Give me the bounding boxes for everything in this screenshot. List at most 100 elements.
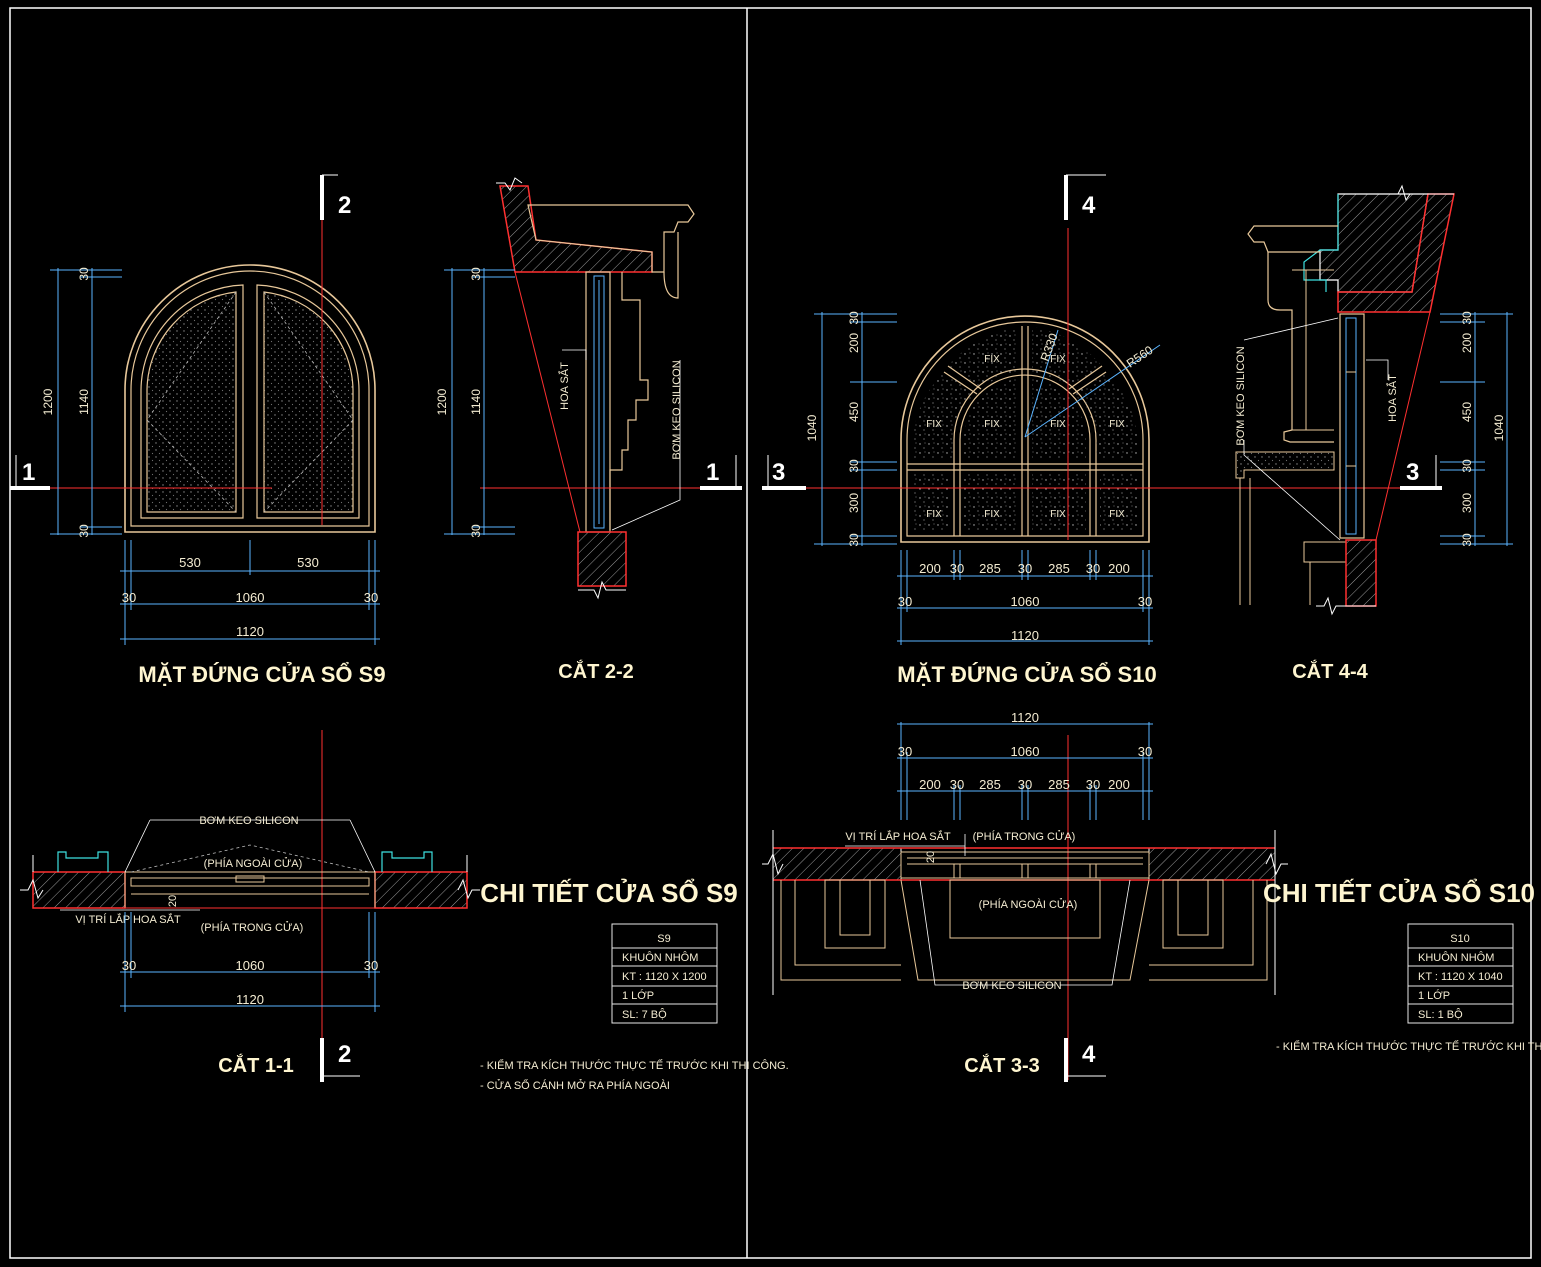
s10-section44-dim-v30-mid: 30 [1460, 459, 1474, 473]
s9-dim-top: 30 [77, 267, 91, 281]
s9-plan-dim-edge-right: 30 [364, 958, 378, 973]
s10-fix-label-2: FIX [1050, 354, 1066, 365]
s9-detail-title: CHI TIẾT CỬA SỔ S9 [480, 877, 738, 908]
s10-fix-label-3: FIX [926, 419, 942, 430]
s10-dim-edge-left: 30 [898, 594, 912, 609]
s10-section44-dim-v30-top: 30 [1460, 311, 1474, 325]
s9-plan-dim-20: 20 [167, 895, 179, 907]
s9-section22-dim-h-inner: 1140 [469, 389, 483, 415]
s10-plan-dim-w200-left: 200 [919, 777, 941, 792]
s10-section44-dim-v300: 300 [1460, 493, 1474, 513]
s10-plan-dim-w285-right: 285 [1048, 777, 1070, 792]
s10-dim-total-width: 1120 [1011, 628, 1039, 643]
s10-dim-inner-width: 1060 [1011, 594, 1040, 609]
s10-section-4-marker-bottom: 4 [1082, 1041, 1096, 1068]
s10-plan-dim-20: 20 [925, 851, 937, 863]
s10-plan-dim-w30-3: 30 [1086, 777, 1100, 792]
s10-section-4-4: BƠM KEO SILICON HOA SẮT 30 200 450 30 30… [1235, 184, 1513, 683]
s10-table-layer: 1 LỚP [1418, 989, 1450, 1002]
s10-section44-hoa-sat-label: HOA SẮT [1386, 374, 1399, 422]
s10-plan-outside-label: (PHÍA NGOÀI CỬA) [979, 898, 1078, 911]
s9-elevation: 2 1 1200 1140 30 30 530 530 30 1060 30 1… [10, 174, 386, 687]
s9-note-1: - KIỂM TRA KÍCH THƯỚC THỰC TẾ TRƯỚC KHI … [480, 1059, 789, 1072]
s9-detail-block: CHI TIẾT CỬA SỔ S9 S9 KHUÔN NHÔM KT : 11… [480, 877, 789, 1092]
s9-plan-inside-label: (PHÍA TRONG CỬA) [201, 921, 304, 934]
s10-fix-label-9: FIX [1050, 509, 1066, 520]
s10-dim-w200-right: 200 [1108, 561, 1130, 576]
s9-section22-title: CẮT 2-2 [558, 659, 634, 683]
s10-detail-block: CHI TIẾT CỬA SỔ S10 S10 KHUÔN NHÔM KT : … [1263, 877, 1541, 1053]
s9-section22-dim-bottom: 30 [469, 524, 483, 538]
s9-dim-edge-right: 30 [364, 590, 378, 605]
s9-elevation-title: MẶT ĐỨNG CỬA SỔ S9 [138, 662, 385, 687]
s10-plan-dim-total-width: 1120 [1011, 710, 1039, 725]
s9-table-frame: KHUÔN NHÔM [622, 951, 698, 964]
s9-table-qty: SL: 7 BỘ [622, 1008, 667, 1021]
s9-plan-dim-inner-width: 1060 [236, 958, 265, 973]
s9-dim-edge-left: 30 [122, 590, 136, 605]
s10-plan-inside-label: (PHÍA TRONG CỬA) [973, 830, 1076, 843]
s9-dim-inner-width: 1060 [236, 590, 265, 605]
s10-fix-label-10: FIX [1109, 509, 1125, 520]
s10-dim-v30-top: 30 [847, 311, 861, 325]
s9-dim-h-total: 1200 [41, 388, 55, 415]
s9-section-2-marker-top: 2 [338, 192, 351, 219]
s10-dim-w285-left: 285 [979, 561, 1001, 576]
s10-dim-w200-left: 200 [919, 561, 941, 576]
s10-plan-dim-edge-right: 30 [1138, 744, 1152, 759]
s10-dim-w30-2: 30 [1018, 561, 1032, 576]
s10-dim-w30-3: 30 [1086, 561, 1100, 576]
s10-table-size: KT : 1120 X 1040 [1418, 971, 1503, 983]
s9-dim-total-width: 1120 [236, 624, 264, 639]
s9-dim-bottom: 30 [77, 524, 91, 538]
s10-elevation-title: MẶT ĐỨNG CỬA SỔ S10 [897, 662, 1156, 687]
s10-fix-label-8: FIX [984, 509, 1000, 520]
s10-detail-title: CHI TIẾT CỬA SỔ S10 [1263, 877, 1535, 908]
s10-dim-w30-1: 30 [950, 561, 964, 576]
s10-section44-dim-v30-bottom: 30 [1460, 533, 1474, 547]
s10-plan-silicon-label: BƠM KEO SILICON [962, 980, 1061, 992]
s9-section11-title: CẮT 1-1 [218, 1053, 294, 1077]
sheet-border [9, 7, 1532, 1259]
s9-dim-right-half: 530 [297, 555, 319, 570]
s9-section-1-marker-left: 1 [22, 459, 35, 486]
s9-section22-silicon-label: BƠM KEO SILICON [671, 360, 683, 459]
s10-fix-label-7: FIX [926, 509, 942, 520]
s9-section22-dim-top: 30 [469, 267, 483, 281]
s10-dim-v300: 300 [847, 493, 861, 513]
s10-section-4-marker-top: 4 [1082, 192, 1096, 219]
s10-section-3-marker-left: 3 [772, 459, 785, 486]
s10-section44-silicon-label: BƠM KEO SILICON [1235, 346, 1247, 445]
s10-section-3-marker-right: 3 [1406, 459, 1419, 486]
s10-section44-dim-v450: 450 [1460, 402, 1474, 422]
s9-section-1-1: BƠM KEO SILICON (PHÍA NGOÀI CỬA) VỊ TRÍ … [20, 730, 480, 1082]
s10-plan-dim-inner-width: 1060 [1011, 744, 1040, 759]
s10-plan-dim-w30-2: 30 [1018, 777, 1032, 792]
s9-plan-dim-edge-left: 30 [122, 958, 136, 973]
s10-table-frame: KHUÔN NHÔM [1418, 951, 1494, 964]
s9-plan-iron-position-label: VỊ TRÍ LẮP HOA SẮT [75, 913, 181, 926]
s10-fix-label-5: FIX [1050, 419, 1066, 430]
s9-table-layer: 1 LỚP [622, 989, 654, 1002]
s10-section44-title: CẮT 4-4 [1292, 659, 1368, 683]
s9-note-2: - CỬA SỔ CÁNH MỞ RA PHÍA NGOÀI [480, 1079, 670, 1092]
s9-section22-dim-h-total: 1200 [435, 388, 449, 415]
s10-dim-v450: 450 [847, 402, 861, 422]
s10-plan-iron-position-label: VỊ TRÍ LẮP HOA SẮT [845, 830, 951, 843]
s10-fix-label-4: FIX [984, 419, 1000, 430]
s10-plan-dim-w285-left: 285 [979, 777, 1001, 792]
s10-dim-h-total: 1040 [805, 414, 819, 441]
s10-radius-large: R560 [1124, 343, 1156, 371]
s10-dim-v200: 200 [847, 333, 861, 353]
s10-section44-dim-v200: 200 [1460, 333, 1474, 353]
s10-table-qty: SL: 1 BỘ [1418, 1008, 1463, 1021]
s9-section22-hoa-sat-label: HOA SẮT [558, 362, 571, 410]
s10-dim-w285-right: 285 [1048, 561, 1070, 576]
s10-dim-v30-bottom: 30 [847, 533, 861, 547]
s10-table-code: S10 [1450, 933, 1470, 945]
s9-plan-dim-total-width: 1120 [236, 992, 264, 1007]
s10-section-3-3: 1120 30 1060 30 200 30 285 30 285 30 200 [762, 710, 1288, 1082]
s9-plan-outside-label: (PHÍA NGOÀI CỬA) [204, 857, 303, 870]
s10-plan-dim-edge-left: 30 [898, 744, 912, 759]
s10-note-1: - KIỂM TRA KÍCH THƯỚC THỰC TẾ TRƯỚC KHI … [1276, 1040, 1541, 1053]
